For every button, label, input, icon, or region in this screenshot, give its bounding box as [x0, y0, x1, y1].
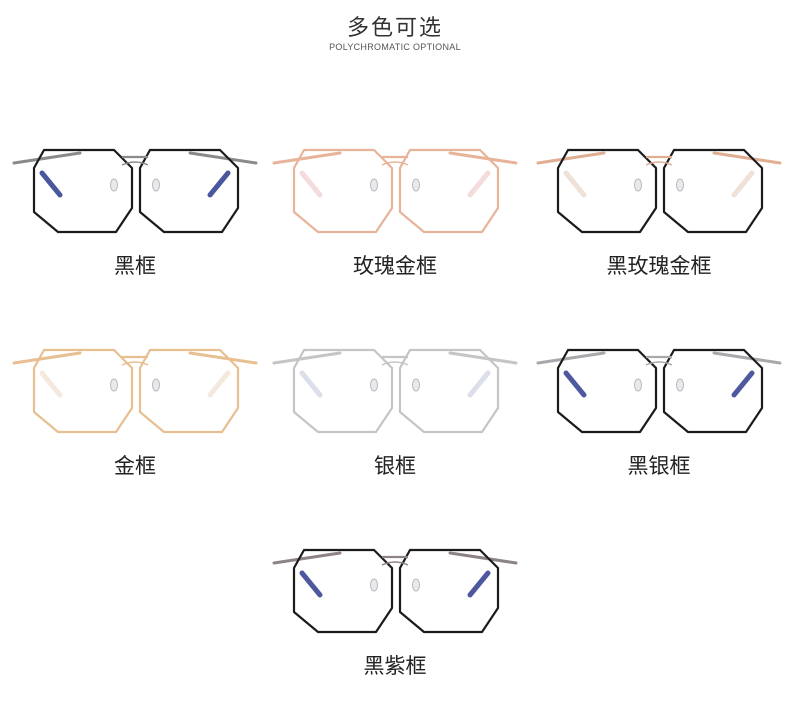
color-option-label: 银框 [374, 454, 416, 478]
glasses-gold-icon [12, 348, 258, 434]
color-option-black-purple[interactable]: 黑紫框 [270, 535, 520, 705]
glasses-rose-gold-icon [272, 148, 518, 234]
color-option-label: 玫瑰金框 [353, 254, 437, 278]
color-option-black-rose-gold[interactable]: 黑玫瑰金框 [534, 135, 784, 305]
color-option-label: 黑玫瑰金框 [606, 254, 712, 278]
glasses-silver-icon [272, 348, 518, 434]
page-title: 多色可选 [346, 16, 443, 41]
color-option-label: 黑紫框 [363, 654, 427, 678]
color-option-label: 黑银框 [627, 454, 691, 478]
color-option-gold[interactable]: 金框 [10, 335, 260, 505]
color-option-silver[interactable]: 银框 [270, 335, 520, 505]
color-option-rose-gold[interactable]: 玫瑰金框 [270, 135, 520, 305]
glasses-black-silver-icon [536, 348, 782, 434]
color-option-label: 金框 [114, 454, 156, 478]
page-subtitle: POLYCHROMATIC OPTIONAL [329, 42, 461, 52]
glasses-black-rose-gold-icon [536, 148, 782, 234]
color-option-label: 黑框 [114, 254, 156, 278]
color-option-black-silver[interactable]: 黑银框 [534, 335, 784, 505]
glasses-black-purple-icon [272, 548, 518, 634]
color-option-black[interactable]: 黑框 [10, 135, 260, 305]
glasses-black-icon [12, 148, 258, 234]
